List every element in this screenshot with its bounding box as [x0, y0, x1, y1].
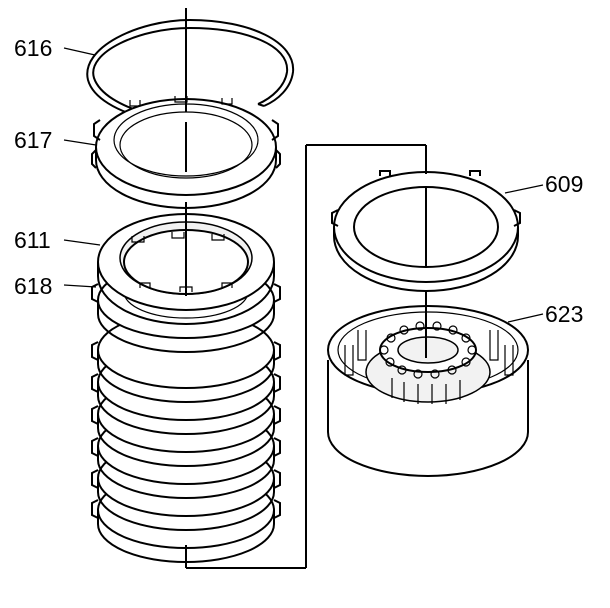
- callout-618: 618: [14, 273, 52, 299]
- clutch-plate-stack: [91, 213, 281, 563]
- apply-plate-609: [331, 145, 521, 292]
- leader-lines: [63, 47, 544, 323]
- callout-623: 623: [545, 301, 583, 327]
- callout-609: 609: [545, 171, 583, 197]
- assembly-bracket-line: [185, 144, 426, 569]
- callout-617: 617: [14, 127, 52, 153]
- piston-housing-623: [327, 290, 529, 477]
- callout-616: 616: [14, 35, 52, 61]
- callout-611: 611: [14, 227, 51, 253]
